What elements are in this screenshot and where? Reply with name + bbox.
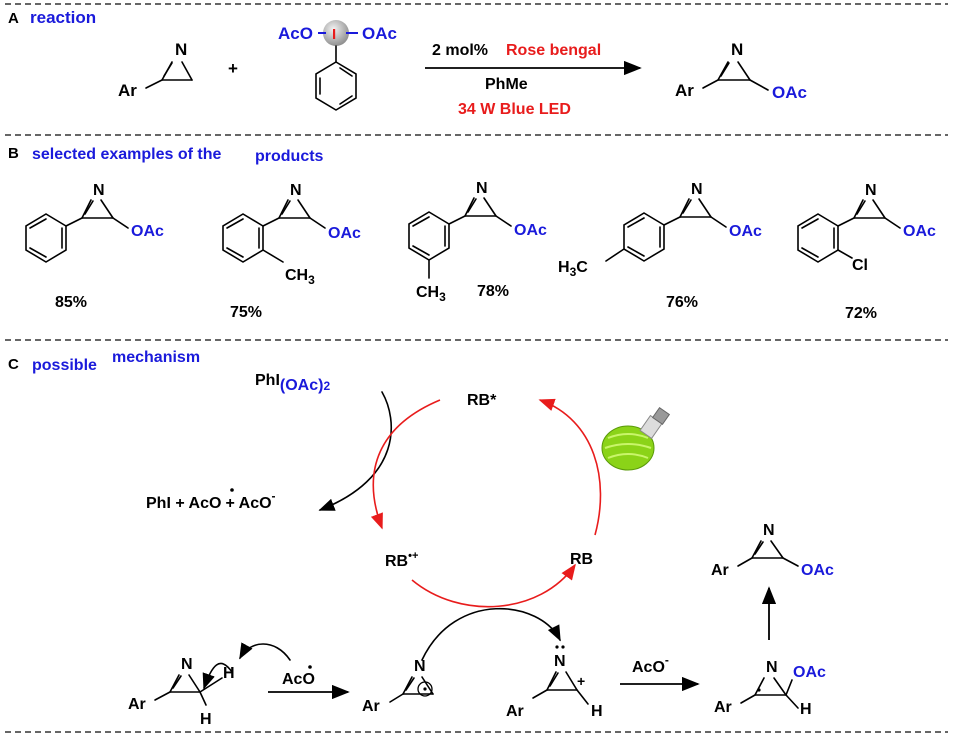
atom-n: N [175, 40, 187, 59]
svg-text:N: N [414, 658, 426, 675]
svg-text:H3C: H3C [558, 259, 588, 279]
radical-dot [230, 488, 234, 492]
example-phenyl: N OAc 85% [25, 182, 164, 311]
oxidant-arrow [318, 391, 392, 511]
svg-text:Ar: Ar [506, 703, 524, 720]
svg-text:N: N [290, 182, 302, 199]
svg-text:OAc: OAc [793, 664, 826, 681]
svg-text:CH3: CH3 [416, 284, 446, 304]
example-o-chlorophenyl: N OAc Cl 72% [797, 182, 936, 322]
cycle-arrow-right [538, 398, 602, 536]
solvent: PhMe [485, 76, 528, 93]
phi-oac2-mech: PhI(OAc)2 [255, 372, 330, 394]
section-b-title-products: products [255, 148, 324, 165]
svg-text:H: H [223, 665, 235, 682]
oac-label: OAc [362, 24, 397, 43]
svg-text:H: H [800, 701, 812, 718]
aco-label: AcO [278, 24, 313, 43]
svg-text:N: N [93, 182, 105, 199]
yield-1: 85% [55, 294, 87, 311]
svg-text:Cl: Cl [852, 257, 868, 274]
svg-text:N: N [691, 181, 703, 198]
svg-text:+: + [577, 673, 585, 689]
section-a-letter: A [8, 10, 19, 27]
electron-transfer-arrow [421, 607, 561, 661]
acetoxy-azirine-intermediate: N Ar H OAc [714, 659, 826, 718]
svg-text:H: H [200, 711, 212, 728]
azirinyl-radical: N Ar [362, 658, 434, 715]
cycle-arrow-bottom [411, 563, 576, 608]
section-b-title: selected examples of the [32, 146, 222, 163]
rb-star: RB* [467, 392, 497, 409]
svg-text:Ar: Ar [675, 81, 694, 100]
svg-text:OAc: OAc [514, 222, 547, 239]
iodine-label: I [332, 26, 336, 43]
svg-text:OAc: OAc [328, 225, 361, 242]
light-bulb-icon [601, 406, 671, 471]
svg-text:OAc: OAc [131, 223, 164, 240]
svg-text:Ar: Ar [714, 699, 732, 716]
svg-text:CH3: CH3 [285, 267, 315, 287]
section-c-letter: C [8, 356, 19, 373]
example-o-tolyl: N OAc CH3 75% [222, 182, 361, 321]
final-product: N Ar OAc [711, 522, 834, 579]
section-b-letter: B [8, 145, 19, 162]
azirine-reactant: N Ar [118, 40, 193, 100]
cycle-arrow-left [370, 399, 441, 530]
rb-radical-cation: RB•+ [385, 550, 418, 570]
aco-attack-arrow [239, 642, 291, 661]
svg-text:N: N [731, 40, 743, 59]
svg-text:N: N [763, 522, 775, 539]
svg-text:Ar: Ar [362, 698, 380, 715]
rb-ground: RB [570, 551, 593, 568]
section-a-title: reaction [30, 8, 96, 27]
yield-2: 75% [230, 304, 262, 321]
h-abstraction-arrow [202, 662, 233, 690]
svg-text:OAc: OAc [801, 562, 834, 579]
yield-5: 72% [845, 305, 877, 322]
svg-text:OAc: OAc [903, 223, 936, 240]
product-oac: OAc [772, 83, 807, 102]
svg-text:N: N [766, 659, 778, 676]
example-m-tolyl: N OAc CH3 78% [408, 180, 547, 304]
svg-text:Ar: Ar [711, 562, 729, 579]
yield-4: 76% [666, 294, 698, 311]
aco-radical: AcO [282, 671, 315, 688]
azirinium-cation: N Ar H + [506, 645, 603, 720]
plus-sign: + [228, 59, 238, 78]
svg-text:Ar: Ar [128, 696, 146, 713]
svg-text:H: H [591, 703, 603, 720]
light-source: 34 W Blue LED [458, 101, 571, 118]
product-azirine: N Ar OAc [675, 40, 807, 102]
catalyst-name: Rose bengal [506, 42, 601, 59]
svg-text:N: N [554, 653, 566, 670]
svg-text:N: N [865, 182, 877, 199]
aco-anion: AcO- [632, 653, 669, 676]
example-p-tolyl: N OAc H3C 76% [558, 181, 762, 311]
svg-text:N: N [181, 656, 193, 673]
aco-radical-dot [308, 665, 312, 669]
iodine-sphere [323, 20, 349, 46]
substrate-azirine-h: N Ar H H [128, 642, 291, 728]
byproducts: PhI + AcO+ AcO- [146, 489, 276, 512]
section-c-title-mechanism: mechanism [112, 349, 200, 366]
ar-label: Ar [118, 81, 137, 100]
svg-text:OAc: OAc [729, 223, 762, 240]
catalyst-amount: 2 mol% [432, 42, 488, 59]
svg-text:N: N [476, 180, 488, 197]
yield-3: 78% [477, 283, 509, 300]
phi-oac2-reagent: AcO OAc I [278, 20, 397, 111]
section-c-title: possible [32, 357, 97, 374]
